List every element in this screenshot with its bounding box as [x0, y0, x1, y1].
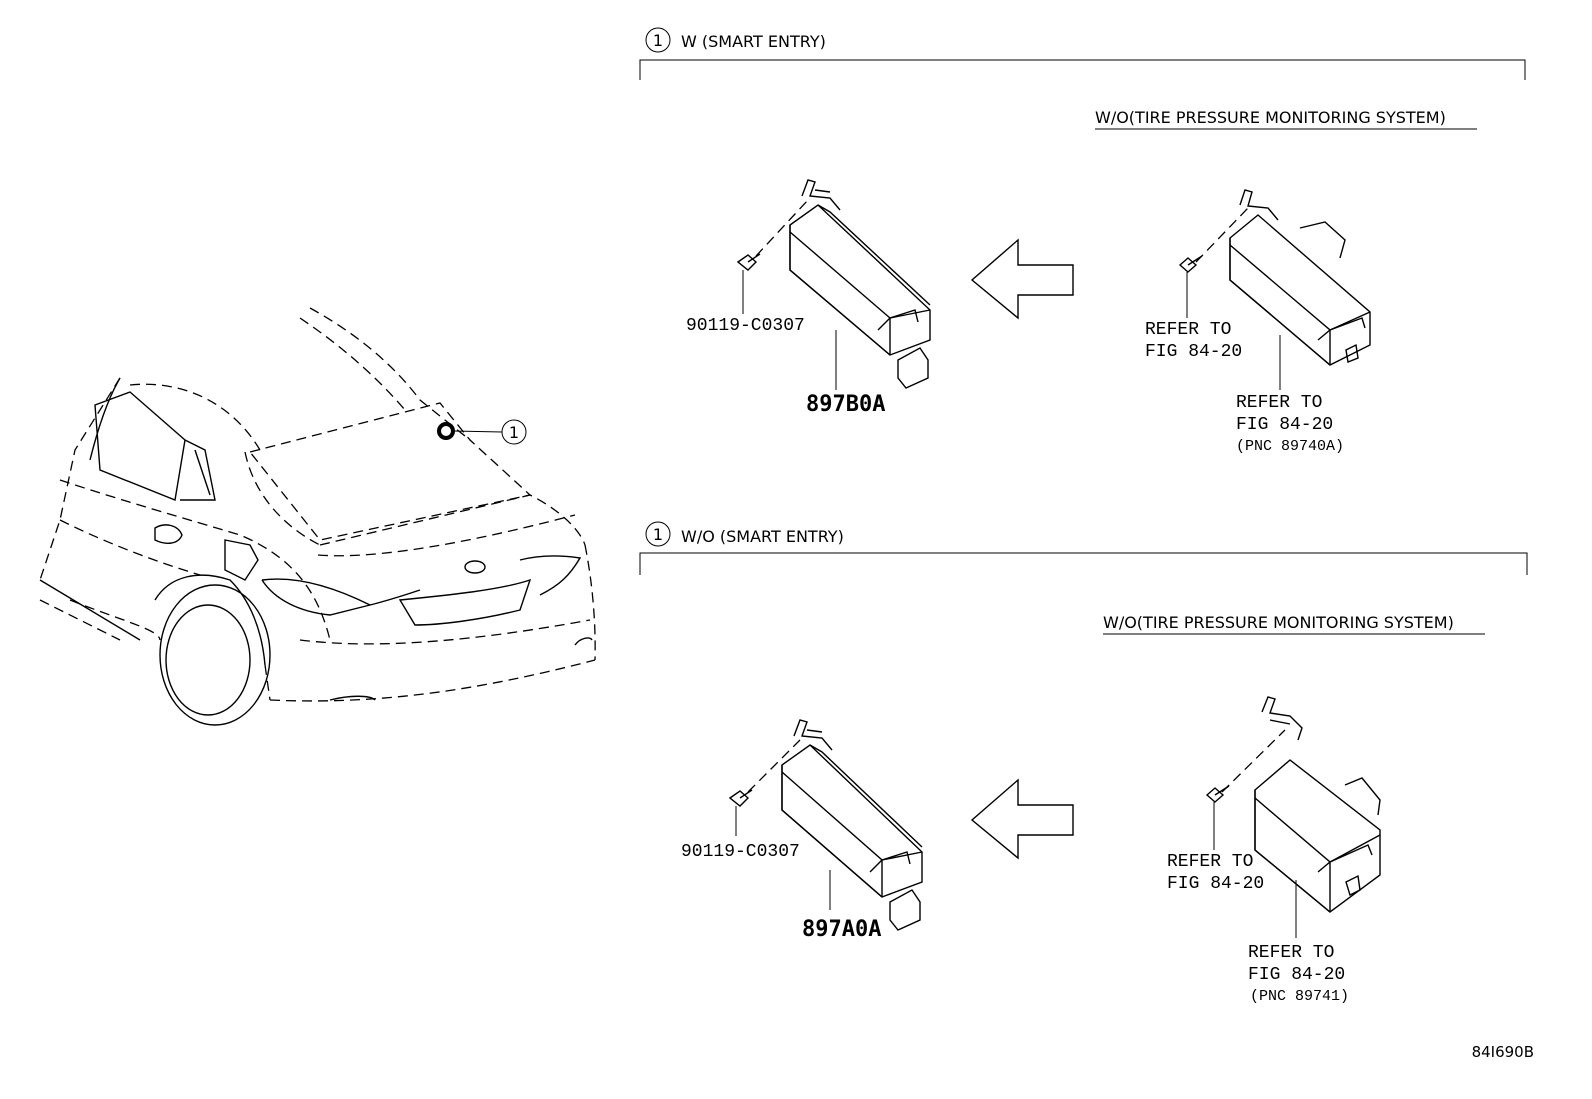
refer-module-pnc-bottom: (PNC 89741) [1250, 988, 1349, 1005]
module-part-number-bottom: 897A0A [802, 917, 881, 942]
section-bottom-header: W/O (SMART ENTRY) [681, 527, 844, 546]
vehicle-illustration: 1 [39, 307, 596, 726]
module-897b0a [789, 179, 931, 389]
module-897a0a [781, 719, 923, 931]
section-bottom-condition: W/O(TIRE PRESSURE MONITORING SYSTEM) [1103, 613, 1454, 632]
reference-module-bottom [1254, 696, 1381, 913]
callout-circle [501, 419, 527, 445]
section-top-callout [645, 27, 671, 53]
section-bottom: 1 W/O (SMART ENTRY) W/O(TIRE PRESSURE MO… [639, 521, 1528, 1005]
reference-module-top [1229, 189, 1371, 366]
section-bottom-bracket [639, 552, 1528, 575]
refer-module-pnc-top: (PNC 89740A) [1236, 438, 1344, 455]
refer-bolt-line2-bottom: FIG 84-20 [1167, 874, 1264, 894]
section-top: 1 W (SMART ENTRY) W/O(TIRE PRESSURE MONI… [639, 27, 1526, 455]
section-top-header: W (SMART ENTRY) [681, 32, 826, 51]
bolt-90119-c0307-top [736, 253, 761, 271]
refer-bolt-line1-bottom: REFER TO [1167, 852, 1253, 872]
section-bottom-callout [645, 521, 671, 547]
replacement-arrow-top [970, 238, 1074, 320]
refer-module-line2-top: FIG 84-20 [1236, 415, 1333, 435]
sensor-location-marker [437, 422, 455, 440]
replacement-arrow-bottom [970, 778, 1074, 860]
bolt-part-number-top: 90119-C0307 [686, 316, 805, 336]
refer-bolt-line1-top: REFER TO [1145, 320, 1231, 340]
module-part-number-top: 897B0A [806, 392, 885, 417]
figure-id: 84I690B [1472, 1043, 1534, 1061]
refer-module-line1-top: REFER TO [1236, 393, 1322, 413]
section-bottom-callout-number: 1 [653, 525, 663, 544]
section-top-condition: W/O(TIRE PRESSURE MONITORING SYSTEM) [1095, 108, 1446, 127]
bolt-90119-c0307-bottom [728, 789, 753, 807]
callout-number: 1 [509, 423, 519, 442]
refer-bolt-line2-top: FIG 84-20 [1145, 342, 1242, 362]
refer-module-line2-bottom: FIG 84-20 [1248, 965, 1345, 985]
bolt-part-number-bottom: 90119-C0307 [681, 842, 800, 862]
section-top-callout-number: 1 [653, 31, 663, 50]
section-top-bracket [639, 59, 1526, 80]
refer-module-line1-bottom: REFER TO [1248, 943, 1334, 963]
